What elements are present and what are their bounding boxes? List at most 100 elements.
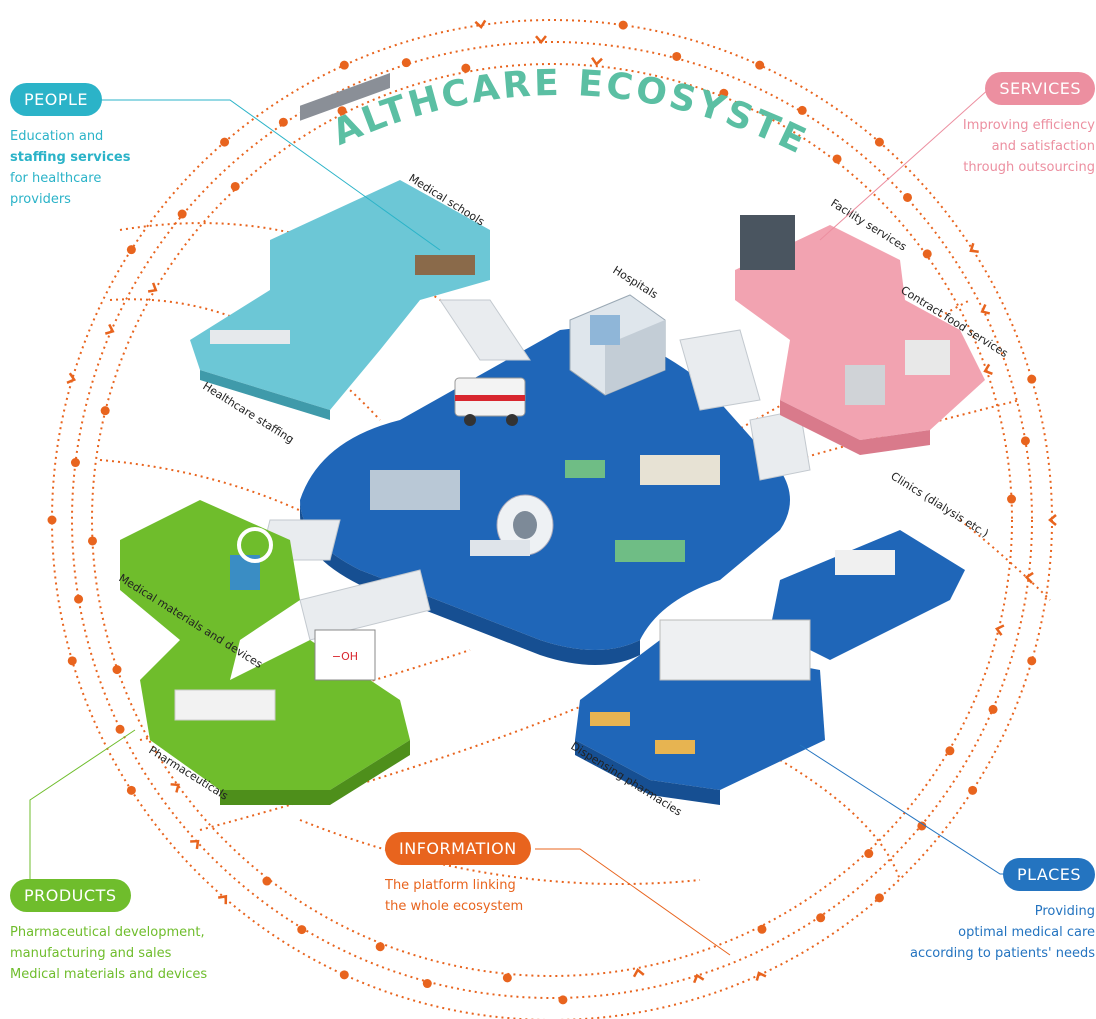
products-line: Pharmaceutical development, [10, 925, 205, 940]
waiting-chairs [655, 740, 695, 754]
orbit-dot [832, 154, 842, 164]
orbit-arrow [147, 282, 158, 293]
services-badge[interactable]: SERVICES [985, 72, 1095, 105]
orbit-arrow [969, 242, 979, 253]
orbit-dot [1020, 436, 1030, 446]
orbit-arrow [217, 894, 228, 905]
orbit-dot [618, 20, 628, 30]
services-platform [735, 215, 985, 455]
people-description: Education and staffing services for heal… [10, 126, 210, 210]
tubing-coil [237, 527, 273, 563]
lab-bench [174, 689, 276, 721]
orbit-arrow [170, 783, 180, 793]
orbit-dot [1007, 494, 1017, 504]
orbit-dot [230, 181, 240, 191]
orbit-dot [115, 724, 125, 734]
orbit-dot [902, 192, 912, 202]
products-description: Pharmaceutical development, manufacturin… [10, 922, 250, 985]
orbit-dot [126, 785, 136, 795]
products-badge[interactable]: PRODUCTS [10, 879, 131, 912]
orbit-arrow [591, 57, 603, 67]
orbit-dot [297, 925, 307, 935]
orbit-dot [339, 970, 349, 980]
information-description: The platform linking the whole ecosystem [385, 875, 605, 917]
products-line: Medical materials and devices [10, 967, 208, 982]
orbit-dot [1027, 656, 1037, 666]
orbit-dot [262, 876, 272, 886]
orbit-arrow [632, 967, 645, 978]
information-line: the whole ecosystem [385, 899, 524, 914]
stairs [259, 299, 811, 641]
orbit-dot [87, 536, 97, 546]
products-line: manufacturing and sales [10, 946, 172, 961]
orbit-dot [375, 942, 385, 952]
monitor-wall [740, 215, 795, 270]
surgery-equipment [370, 470, 460, 510]
orbit-dot [968, 785, 978, 795]
orbit-dot [337, 106, 347, 116]
people-line: providers [10, 192, 71, 207]
gurney [565, 460, 605, 478]
orbit-dot [874, 893, 884, 903]
pharmacy-platform [575, 619, 825, 805]
orbit-dot [1027, 374, 1037, 384]
label-hospitals: Hospitals [610, 264, 660, 302]
orbit-dot [864, 849, 874, 859]
orbit-dot [70, 458, 80, 468]
food-cart [845, 365, 885, 405]
orbit-dot [74, 594, 84, 604]
orbit-dot [126, 245, 136, 255]
orbit-dot [558, 995, 568, 1005]
kitchen-counter [905, 340, 950, 375]
staffing-desk [210, 330, 290, 344]
classroom-desks [300, 73, 390, 121]
callout-places: PLACES Providing optimal medical care ac… [880, 858, 1095, 964]
information-line: The platform linking [385, 878, 516, 893]
places-line: Providing [1034, 904, 1095, 919]
orbit-dot [67, 656, 77, 666]
orbit-dot [502, 973, 512, 983]
services-line: through outsourcing [963, 160, 1095, 175]
orbit-dot [797, 105, 807, 115]
orbit-dot [422, 979, 432, 989]
orbit-arrow [994, 624, 1005, 636]
callout-people: PEOPLE Education and staffing services f… [10, 83, 210, 210]
orbit-dot [755, 60, 765, 70]
stretcher [615, 540, 685, 562]
clinics-platform [770, 530, 965, 660]
people-line: staffing services [10, 150, 131, 165]
label-clinics: Clinics (dialysis etc.) [888, 470, 990, 541]
orbit-dot [401, 58, 411, 68]
orbit-dot [719, 88, 729, 98]
orbit-arrow [980, 303, 991, 315]
orbit-arrow [983, 363, 993, 376]
places-description: Providing optimal medical care according… [880, 901, 1095, 964]
orbit-markers [47, 19, 1057, 1005]
people-badge[interactable]: PEOPLE [10, 83, 103, 116]
orbit-dot [461, 63, 471, 73]
places-badge[interactable]: PLACES [1002, 858, 1095, 891]
orbit-arrow [474, 19, 487, 30]
medical-schools-platform [190, 73, 490, 420]
callout-information: INFORMATION The platform linking the who… [385, 832, 605, 917]
people-line: for healthcare [10, 171, 102, 186]
board-formula: −OH [332, 650, 358, 663]
callout-services: SERVICES Improving efficiency and satisf… [915, 72, 1095, 178]
orbit-dot [816, 913, 826, 923]
orbit-dot [874, 137, 884, 147]
orbit-arrow [1048, 514, 1057, 526]
orbit-arrow [1024, 571, 1034, 584]
orbit-dot [339, 60, 349, 70]
information-badge[interactable]: INFORMATION [385, 832, 531, 865]
orbit-arrow [190, 839, 200, 850]
mri-scanner [470, 494, 554, 556]
places-line: optimal medical care [958, 925, 1095, 940]
people-line: Education and [10, 129, 104, 144]
patient-bed [640, 455, 720, 485]
orbit-arrow [535, 35, 547, 45]
pharmacy-shelves [659, 619, 811, 681]
orbit-dot [672, 51, 682, 61]
orbit-dot [757, 924, 767, 934]
places-line: according to patients' needs [909, 946, 1095, 961]
